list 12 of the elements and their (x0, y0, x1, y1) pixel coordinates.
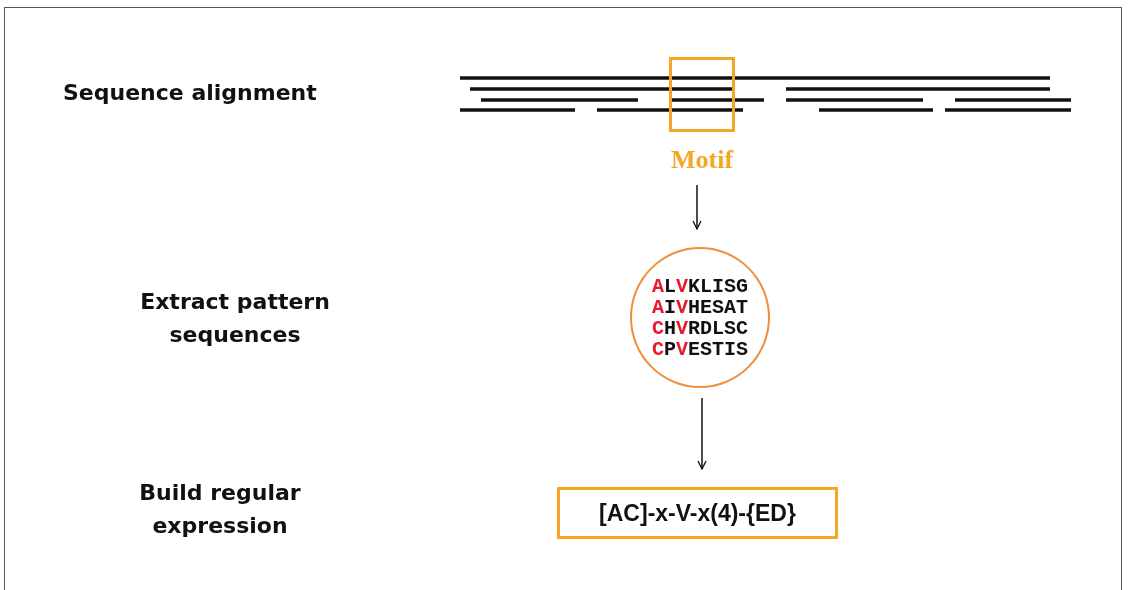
pattern-circle (630, 247, 770, 388)
arrow (697, 397, 707, 470)
sequence-text: ALVKLISG (651, 275, 749, 297)
sequence-text: CHVRDLSC (651, 317, 749, 339)
step-label: Sequence alignment (63, 79, 318, 107)
arrow (692, 184, 702, 230)
regex-box: [AC]-x-V-x(4)-{ED} (557, 487, 838, 539)
motif-label: Motif (669, 145, 735, 175)
step-label: Extract pattern sequences (139, 288, 331, 349)
sequence-text: AIVHESAT (651, 296, 749, 318)
step-label: Build regular expression (138, 479, 302, 540)
sequence-text: CPVESTIS (651, 338, 749, 360)
